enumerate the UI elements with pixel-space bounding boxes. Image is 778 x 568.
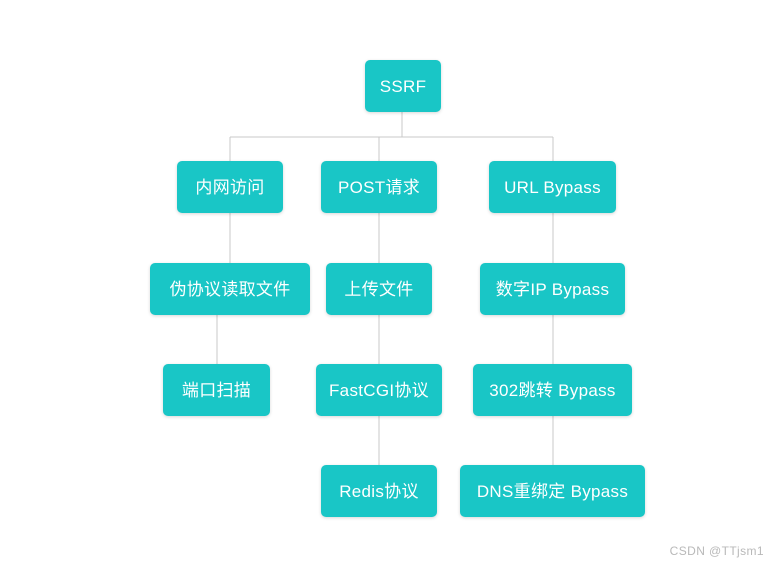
node-pseudo-protocol-read-file[interactable]: 伪协议读取文件 — [150, 263, 310, 315]
node-ssrf[interactable]: SSRF — [365, 60, 441, 112]
node-url-bypass[interactable]: URL Bypass — [489, 161, 616, 213]
node-dns-rebinding-bypass[interactable]: DNS重绑定 Bypass — [460, 465, 645, 517]
node-post-request[interactable]: POST请求 — [321, 161, 437, 213]
node-intranet-access[interactable]: 内网访问 — [177, 161, 283, 213]
watermark: CSDN @TTjsm1 — [669, 544, 764, 558]
node-redirect-302-bypass[interactable]: 302跳转 Bypass — [473, 364, 632, 416]
node-redis-protocol[interactable]: Redis协议 — [321, 465, 437, 517]
node-port-scan[interactable]: 端口扫描 — [163, 364, 270, 416]
node-fastcgi-protocol[interactable]: FastCGI协议 — [316, 364, 442, 416]
node-numeric-ip-bypass[interactable]: 数字IP Bypass — [480, 263, 625, 315]
node-upload-file[interactable]: 上传文件 — [326, 263, 432, 315]
